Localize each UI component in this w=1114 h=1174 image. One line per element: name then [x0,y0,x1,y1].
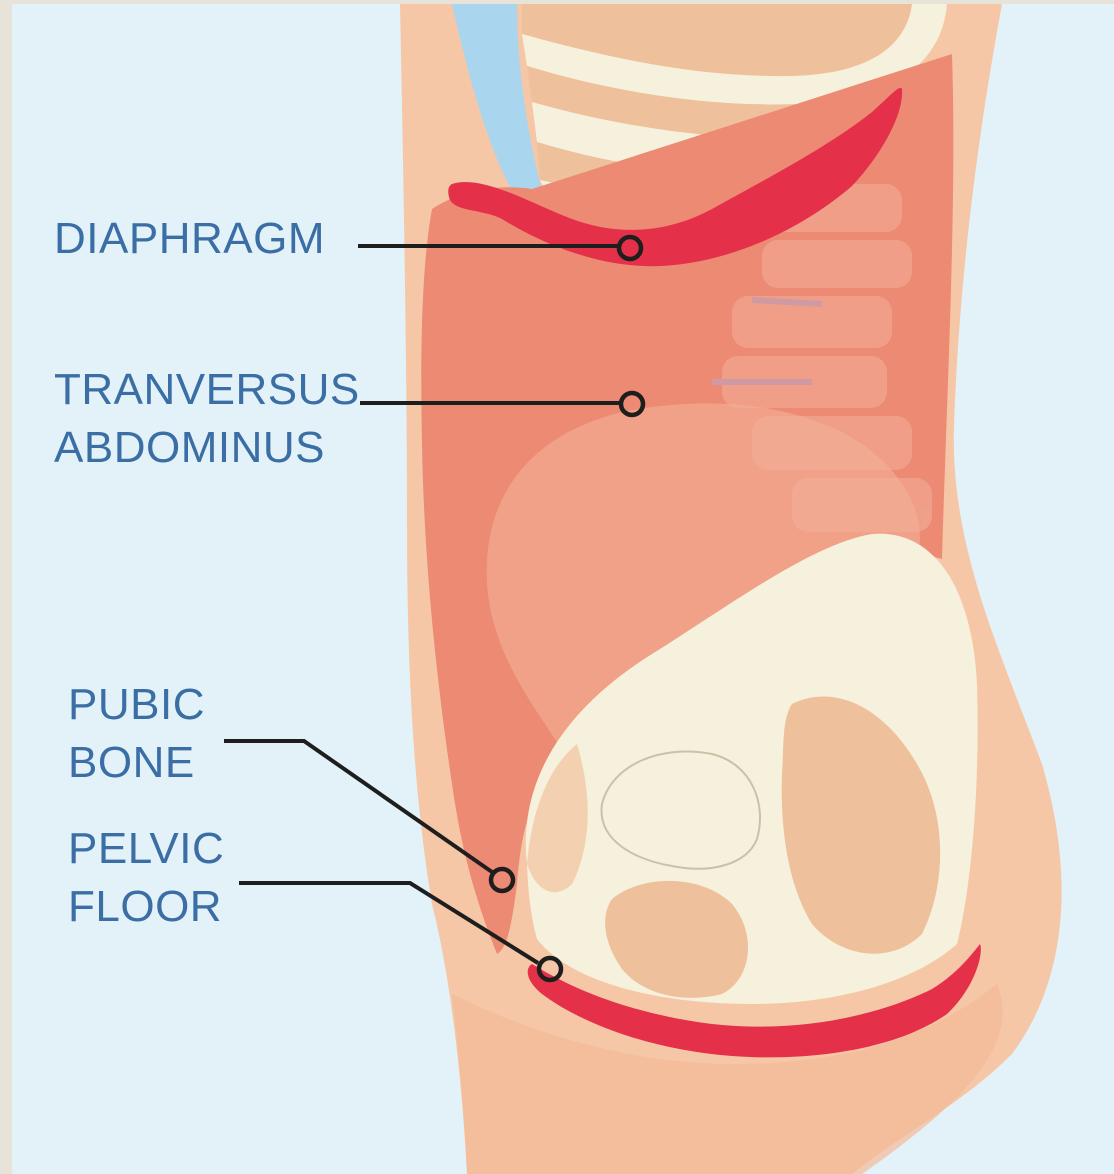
label-transversus-abdominus: TRANVERSUS ABDOMINUS [54,361,360,477]
label-pubic-line-2: BONE [68,734,205,792]
label-diaphragm-line-1: DIAPHRAGM [54,210,325,268]
diagram-frame: DIAPHRAGM TRANVERSUS ABDOMINUS PUBIC BON… [12,4,1114,1174]
label-pelvic-floor: PELVIC FLOOR [68,820,224,936]
label-transversus-line-1: TRANVERSUS [54,361,360,419]
label-diaphragm: DIAPHRAGM [54,210,325,268]
label-pubic-bone: PUBIC BONE [68,676,205,792]
label-pelvic-line-2: FLOOR [68,878,224,936]
label-transversus-line-2: ABDOMINUS [54,419,360,477]
torso-anatomy-illustration [12,4,1114,1174]
label-pelvic-line-1: PELVIC [68,820,224,878]
label-pubic-line-1: PUBIC [68,676,205,734]
